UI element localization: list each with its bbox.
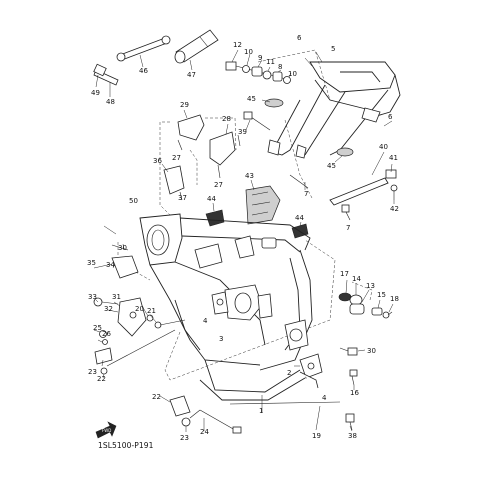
callout-6: 6	[388, 113, 393, 121]
grouping-outlines	[117, 49, 373, 381]
bottom-hardware-22-24	[159, 395, 242, 434]
callout-47: 47	[187, 71, 196, 79]
callout-4: 4	[322, 394, 327, 402]
callout-15: 15	[377, 291, 386, 299]
callout-1: 1	[259, 407, 263, 415]
callout-32: 32	[104, 305, 113, 313]
callout-37: 37	[178, 194, 187, 202]
callout-49: 49	[91, 89, 100, 97]
callout-11: 11	[266, 58, 275, 66]
callout-28: 28	[222, 115, 231, 123]
callout-19: 19	[312, 432, 321, 440]
bracket-36	[161, 163, 185, 201]
callout-30: 30	[367, 347, 376, 355]
right-hardware-13-18	[338, 279, 394, 319]
bracket-29	[177, 109, 205, 151]
callout-20: 20	[135, 305, 144, 313]
callout-7: 7	[346, 224, 350, 232]
side-stand-40-41-42	[329, 151, 398, 221]
callout-2: 2	[287, 369, 291, 377]
callout-23: 23	[88, 368, 97, 376]
callout-44: 44	[295, 214, 304, 222]
callout-numbers: 1 2 3 4 4 5 6 6 7 7 8 9 10 10 11 12 13 1…	[87, 34, 399, 442]
callout-5: 5	[331, 45, 335, 53]
callout-24: 24	[200, 428, 209, 436]
callout-12: 12	[233, 41, 242, 49]
callout-4: 4	[203, 317, 208, 325]
guard-43	[245, 179, 281, 225]
callout-7: 7	[304, 190, 308, 198]
tool-bit-48-49	[93, 63, 119, 97]
callout-22: 22	[152, 393, 161, 401]
callout-8: 8	[278, 63, 282, 71]
callout-41: 41	[389, 154, 398, 162]
callout-22: 22	[97, 375, 106, 383]
callout-40: 40	[379, 143, 388, 151]
callout-45: 45	[327, 162, 336, 170]
callout-27: 27	[172, 154, 181, 162]
callout-26: 26	[102, 330, 111, 338]
fwd-direction-arrow: FWD	[95, 421, 117, 439]
tool-socket-47	[174, 29, 219, 71]
subframe-bolts	[243, 98, 354, 190]
callout-21: 21	[147, 307, 156, 315]
main-frame-1	[139, 213, 313, 412]
callout-18: 18	[390, 295, 399, 303]
callout-31: 31	[112, 293, 121, 301]
callout-38: 38	[348, 432, 357, 440]
top-bolt-set	[225, 49, 292, 84]
callout-44: 44	[207, 195, 216, 203]
callout-45: 45	[247, 95, 256, 103]
engine-mount-left	[93, 225, 186, 379]
callout-10: 10	[244, 48, 253, 56]
callout-25: 25	[93, 324, 102, 332]
callout-3: 3	[219, 335, 223, 343]
tool-wrench-46	[116, 35, 171, 68]
callout-39: 39	[238, 128, 247, 136]
callout-43: 43	[245, 172, 254, 180]
callout-17: 17	[340, 270, 349, 278]
callout-48: 48	[106, 98, 115, 106]
callout-34: 34	[106, 261, 115, 269]
rear-subframe-5	[267, 51, 401, 159]
callout-10: 10	[288, 70, 297, 78]
callout-46: 46	[139, 67, 148, 75]
callout-29: 29	[180, 101, 189, 109]
bracket-28	[209, 123, 241, 179]
clamp-44a	[205, 202, 225, 227]
callout-14: 14	[352, 275, 361, 283]
callout-36: 36	[153, 157, 162, 165]
callout-50: 50	[129, 197, 138, 205]
callout-33: 33	[88, 293, 97, 301]
callout-13: 13	[366, 282, 375, 290]
diagram-code: 1SL5100-P191	[98, 441, 154, 450]
callout-35: 35	[87, 259, 96, 267]
callout-6: 6	[297, 34, 302, 42]
callout-16: 16	[350, 389, 359, 397]
callout-9: 9	[258, 54, 262, 62]
engine-mount-right	[229, 347, 366, 432]
callout-27: 27	[214, 181, 223, 189]
fwd-label: FWD	[102, 428, 111, 433]
callout-23: 23	[180, 434, 189, 442]
callout-30: 30	[118, 244, 127, 252]
callout-42: 42	[390, 205, 399, 213]
